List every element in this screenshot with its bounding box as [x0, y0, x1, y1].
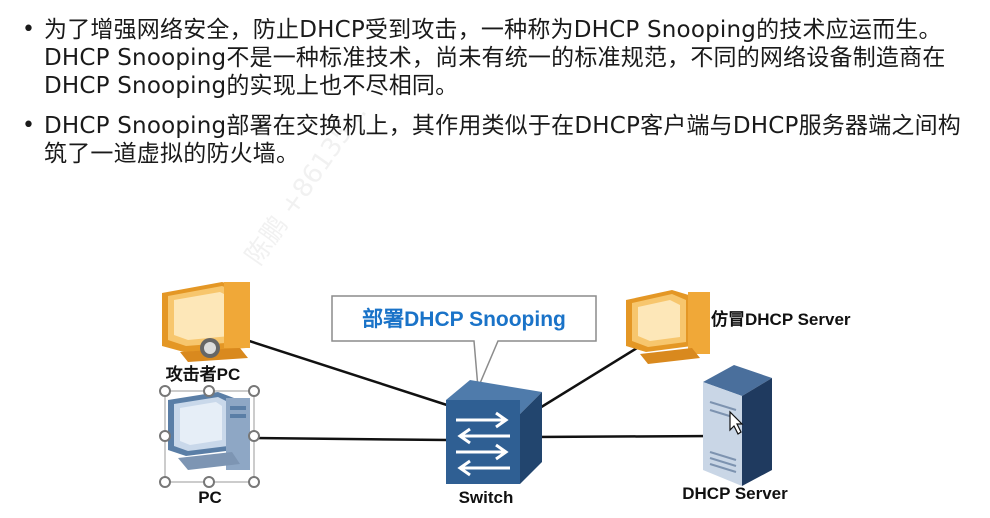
bullet-dot-icon: • — [22, 113, 35, 138]
bullet-dot-icon: • — [22, 17, 35, 42]
selection-handles — [159, 385, 260, 488]
fake-server-label: 仿冒DHCP Server — [711, 309, 851, 329]
switch-label: Switch — [459, 488, 514, 507]
link-pc-switch — [251, 436, 449, 442]
bullet-item: • 为了增强网络安全，防止DHCP受到攻击，一种称为DHCP Snooping的… — [22, 16, 962, 100]
callout-box: 部署DHCP Snooping — [331, 295, 597, 389]
attacker-pc-label: 攻击者PC — [166, 364, 241, 384]
dhcp-server-icon — [703, 365, 772, 486]
pc-icon — [168, 392, 250, 470]
bullet-text: DHCP Snooping部署在交换机上，其作用类似于在DHCP客户端与DHCP… — [44, 113, 962, 167]
link-switch-fake-server — [529, 338, 651, 416]
switch-icon — [446, 380, 542, 484]
mouse-cursor-icon — [729, 410, 744, 435]
link-attacker-switch — [239, 336, 451, 408]
bullet-text: 为了增强网络安全，防止DHCP受到攻击，一种称为DHCP Snooping的技术… — [44, 17, 946, 99]
bullet-item: • DHCP Snooping部署在交换机上，其作用类似于在DHCP客户端与DH… — [22, 112, 962, 168]
pc-label: PC — [198, 488, 222, 507]
callout-text: 部署DHCP Snooping — [362, 307, 566, 331]
attacker-pc-icon — [162, 282, 250, 362]
dhcp-server-label: DHCP Server — [682, 484, 788, 503]
bullet-list: • 为了增强网络安全，防止DHCP受到攻击，一种称为DHCP Snooping的… — [22, 16, 962, 180]
fake-server-pc-icon — [626, 290, 710, 364]
connection-lines — [239, 336, 716, 442]
link-switch-dhcp-server — [532, 434, 716, 439]
